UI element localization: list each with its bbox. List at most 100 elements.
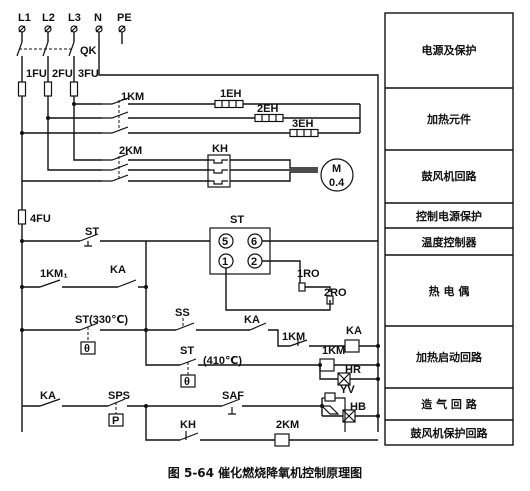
theta2-box-icon <box>180 374 196 388</box>
ss-switch-icon <box>175 322 195 331</box>
st-terminal-1: 1 <box>222 256 228 268</box>
thermocouple-circuit: 1RO 2RO <box>225 260 347 311</box>
motor-label: M <box>332 163 341 175</box>
km2-coil-label: 2KM <box>276 419 299 431</box>
km1-coil-label: 1KM <box>322 345 345 357</box>
fu1-icon <box>17 81 27 97</box>
km1-coil-icon <box>319 358 335 372</box>
figure-caption: 图 5-64 催化燃烧降氧机控制原理图 <box>168 465 362 480</box>
kh-main-label: KH <box>212 143 228 155</box>
section-blower-protection: 鼓风机保护回路 <box>411 426 489 440</box>
km2-coil-icon <box>274 433 290 447</box>
ka-aux2-label: KA <box>244 314 260 326</box>
terminal-n-label: N <box>94 12 102 24</box>
ro2-icon <box>326 295 334 305</box>
saf-switch-icon <box>221 398 241 415</box>
terminal-l3-label: L3 <box>68 12 81 24</box>
temperature-controller: ST ST 5 6 1 2 <box>22 214 378 275</box>
fu4-icon <box>17 209 27 225</box>
kh-thermal-relay-icon <box>207 154 231 188</box>
neutral-bus <box>98 65 379 432</box>
st-terminal-6: 6 <box>251 236 257 248</box>
st330-label: ST(330℃) <box>75 314 128 326</box>
blower-circuit: 2KM KH M 0.4 <box>102 143 354 192</box>
section-heating-start: 加热启动回路 <box>415 350 483 364</box>
st-terminal-5: 5 <box>222 236 228 248</box>
ka-aux1-contact-icon <box>117 279 137 288</box>
ss-label: SS <box>175 307 190 319</box>
st-unit-label: ST <box>230 214 244 226</box>
terminal-pe-label: PE <box>117 12 132 24</box>
ka-aux3-label: KA <box>40 390 56 402</box>
fu2-label: 2FU <box>52 68 73 80</box>
motor-rating: 0.4 <box>329 177 345 189</box>
st410-temp: (410℃) <box>203 355 242 367</box>
section-gas-circuit: 造 气 回 路 <box>421 397 477 411</box>
hold-circuit: 1KM₁ KA <box>22 241 147 288</box>
section-power-protection: 电源及保护 <box>422 43 477 57</box>
control-power: 4FU <box>17 181 51 432</box>
blower-protection-circuit: KH 2KM <box>145 406 378 447</box>
theta2-label: θ <box>184 376 190 388</box>
power-terminals: L1 L2 L3 N PE <box>18 12 132 33</box>
heater-circuit: 1KM 1EH 2EH 3EH <box>102 88 361 138</box>
section-table: 电源及保护 加热元件 鼓风机回路 控制电源保护 温度控制器 热 电 偶 加热启动… <box>384 12 514 446</box>
ka-aux3-contact-icon <box>39 398 61 407</box>
phase-buses <box>21 32 379 432</box>
st-contact-icon <box>79 233 99 242</box>
fu3-icon <box>69 81 79 97</box>
theta1-box-icon <box>80 341 96 355</box>
km1-aux-contact-icon <box>39 279 61 288</box>
motor-icon <box>320 158 354 192</box>
ka-coil-label: KA <box>346 325 362 337</box>
gas-circuit: KA SPS P SAF YV HB <box>22 384 378 432</box>
eh2-label: 2EH <box>257 103 278 115</box>
st-unit-icon <box>209 227 271 275</box>
km1-aux-label: 1KM₁ <box>40 268 68 280</box>
section-control-power-protection: 控制电源保护 <box>416 209 482 223</box>
heater-star-point <box>243 103 361 134</box>
qk-switch: QK <box>16 32 97 82</box>
theta1-label: θ <box>84 343 90 355</box>
ro1-icon <box>298 282 306 292</box>
ka-coil-icon <box>344 339 360 353</box>
km1-nc-label: 1KM <box>282 331 305 343</box>
st-terminal-2: 2 <box>251 256 257 268</box>
section-temperature-controller: 温度控制器 <box>422 235 478 249</box>
terminal-l1-label: L1 <box>18 12 31 24</box>
yv-valve-icon <box>324 392 336 402</box>
eh3-label: 3EH <box>292 118 313 130</box>
st330-contact-icon <box>79 322 99 331</box>
hb-label: HB <box>350 401 366 413</box>
km2-main-label: 2KM <box>119 145 142 157</box>
sps-box-label: P <box>112 415 119 427</box>
km1-main-label: 1KM <box>121 91 144 103</box>
fu2-icon <box>43 81 53 97</box>
section-heating-element: 加热元件 <box>426 112 471 126</box>
fu1-label: 1FU <box>26 68 47 80</box>
start-circuit: ST(330℃) θ SS KA 1KM KA ST (410℃) θ 1KM <box>22 287 378 388</box>
ka-aux1-label: KA <box>110 264 126 276</box>
st410-name: ST <box>180 345 194 357</box>
km1-contacts-icon <box>102 97 129 134</box>
terminal-l2-label: L2 <box>42 12 55 24</box>
main-fuses: 1FU 2FU 3FU <box>17 68 99 97</box>
fu3-label: 3FU <box>78 68 99 80</box>
sps-label: SPS <box>108 390 130 402</box>
section-blower-circuit: 鼓风机回路 <box>422 169 478 183</box>
kh-aux-contact-icon <box>179 431 199 441</box>
hr-label: HR <box>345 364 361 376</box>
sps-box-icon <box>108 413 124 427</box>
yv-label: YV <box>340 384 355 396</box>
terminal-slash-icons <box>18 25 126 33</box>
ro1-label: 1RO <box>297 268 320 280</box>
fu4-label: 4FU <box>30 213 51 225</box>
saf-label: SAF <box>222 390 244 402</box>
kh-aux-label: KH <box>180 419 196 431</box>
eh1-label: 1EH <box>220 88 241 100</box>
section-thermocouple: 热 电 偶 <box>429 284 470 298</box>
km2-contacts-icon <box>102 153 129 182</box>
junction-dots <box>20 102 380 418</box>
qk-label: QK <box>80 45 97 57</box>
